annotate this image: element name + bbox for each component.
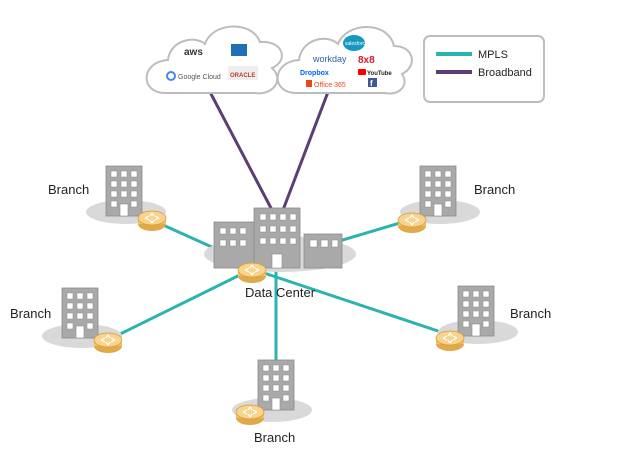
legend-label-broadband: Broadband xyxy=(478,67,532,79)
office365-logo-icon xyxy=(306,80,312,87)
data-center-building-right xyxy=(303,233,343,269)
data-center-label: Data Center xyxy=(245,285,316,300)
workday-logo: workday xyxy=(312,54,347,64)
legend: MPLS Broadband xyxy=(423,35,545,103)
google-cloud-logo: Google Cloud xyxy=(178,74,221,81)
branch-top-right: Branch xyxy=(397,165,515,234)
cloud-left: aws Google Cloud ORACLE xyxy=(145,25,283,95)
aws-logo: aws xyxy=(184,47,203,58)
branch-mid-right: Branch xyxy=(435,285,551,352)
branch-label: Branch xyxy=(474,182,515,197)
data-center-building-main xyxy=(253,207,301,269)
branch-router-icon xyxy=(397,212,427,234)
legend-label-mpls: MPLS xyxy=(478,49,508,61)
mpls-link-branch-mid-left xyxy=(107,268,251,342)
youtube-logo: YouTube xyxy=(367,71,392,77)
oracle-logo: ORACLE xyxy=(230,73,255,79)
branch-building-icon xyxy=(61,287,99,339)
branch-label: Branch xyxy=(510,306,551,321)
dropbox-logo: Dropbox xyxy=(300,70,329,77)
data-center-building-left xyxy=(213,221,255,269)
branch-building-icon xyxy=(457,285,495,337)
oracle-logo-box xyxy=(228,66,258,80)
8x8-logo: 8x8 xyxy=(358,55,375,66)
azure-logo xyxy=(231,44,247,56)
cloud-right: salesforce workday 8x8 Dropbox YouTube O… xyxy=(276,26,413,95)
office365-logo: Office 365 xyxy=(314,82,346,89)
broadband-link-left-cloud xyxy=(208,91,274,211)
branch-label: Branch xyxy=(48,182,89,197)
branch-top-left: Branch xyxy=(48,165,167,232)
branch-router-icon xyxy=(137,210,167,232)
branch-router-icon xyxy=(93,332,123,354)
branch-building-icon xyxy=(105,165,143,217)
data-center: Data Center xyxy=(204,207,356,300)
facebook-logo-box xyxy=(368,78,377,87)
broadband-link-right-cloud xyxy=(281,91,330,211)
salesforce-logo-icon xyxy=(343,35,365,51)
branch-building-icon xyxy=(419,165,457,217)
branch-router-icon xyxy=(235,404,265,426)
branch-mid-left: Branch xyxy=(10,287,123,354)
google-cloud-icon xyxy=(166,71,176,81)
mpls-link-branch-mid-right xyxy=(254,268,451,337)
branch-label: Branch xyxy=(254,430,295,445)
facebook-logo: f xyxy=(370,79,373,88)
branch-bottom: Branch xyxy=(232,359,312,445)
data-center-router-icon xyxy=(237,262,267,284)
branch-building-icon xyxy=(257,359,295,411)
youtube-logo-icon xyxy=(358,69,366,75)
branch-router-icon xyxy=(435,330,465,352)
branch-label: Branch xyxy=(10,306,51,321)
salesforce-logo: salesforce xyxy=(345,41,368,47)
